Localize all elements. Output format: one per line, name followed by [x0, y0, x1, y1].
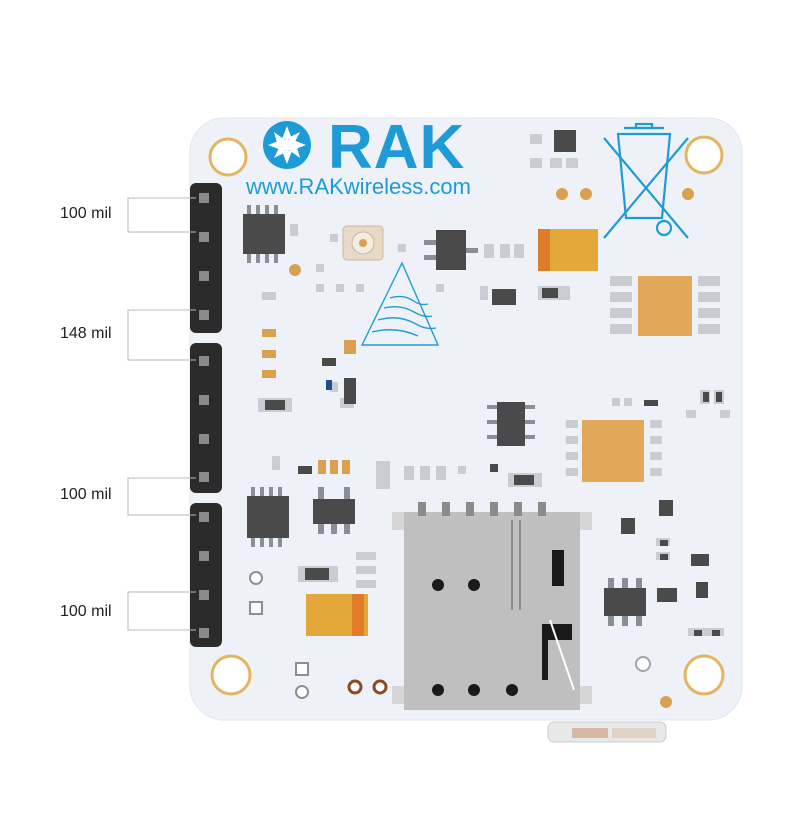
passive-components-dark	[265, 288, 722, 636]
weee-bin-icon	[603, 122, 689, 239]
antenna-connector	[342, 225, 384, 261]
dimension-label-1: 100 mil	[60, 205, 112, 222]
ic-pins	[247, 205, 642, 626]
passive-components-gold	[262, 188, 694, 708]
brand-url: www.RAKwireless.com	[246, 174, 471, 199]
dimension-label-2: 148 mil	[60, 325, 112, 342]
sim-card-holder	[392, 502, 592, 710]
test-pads	[249, 571, 651, 699]
dimension-brackets	[127, 197, 196, 631]
pin-header	[190, 183, 222, 647]
rak-logo-icon	[263, 121, 311, 169]
ic-chips	[243, 130, 709, 616]
qfn-modules	[566, 276, 720, 482]
led-blue	[326, 380, 332, 390]
dimension-label-3: 100 mil	[60, 486, 112, 503]
tantalum-capacitors	[306, 229, 598, 636]
dimension-label-4: 100 mil	[60, 603, 112, 620]
brand-name: RAK	[328, 113, 466, 182]
triangle-logo-icon	[360, 261, 440, 346]
mounting-holes	[208, 135, 725, 696]
edge-connector	[547, 721, 667, 743]
